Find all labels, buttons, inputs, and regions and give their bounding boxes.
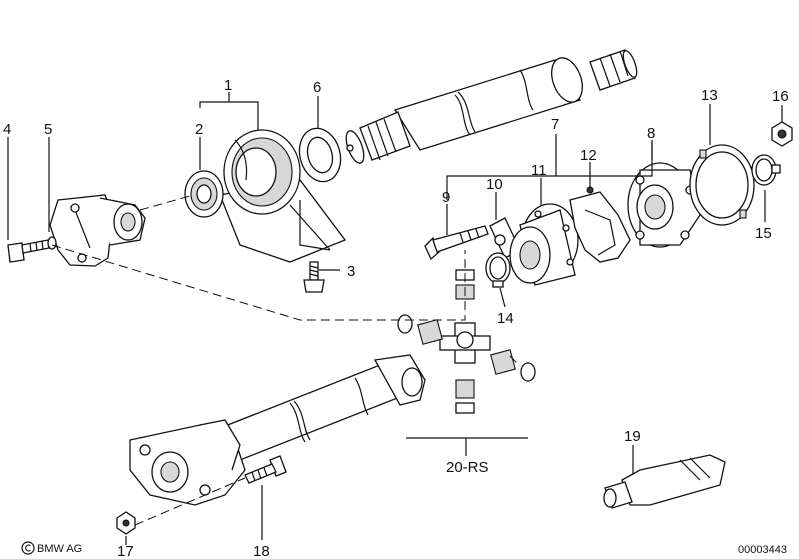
callout-5: 5 (44, 121, 52, 138)
callout-6: 6 (313, 79, 321, 96)
screw-3 (303, 261, 325, 293)
brand-label: BMW AG (37, 543, 82, 555)
flange-yoke-5 (49, 194, 146, 267)
circlip-15 (751, 154, 781, 186)
nut-17 (116, 511, 136, 535)
callout-19: 19 (624, 428, 641, 445)
copyright-icon (21, 541, 35, 555)
callout-13: 13 (701, 87, 718, 104)
callout-15: 15 (755, 225, 772, 242)
ring-13 (689, 144, 755, 226)
callout-14: 14 (497, 310, 514, 327)
callout-7: 7 (551, 116, 559, 133)
callout-12: 12 (580, 147, 597, 164)
callout-1: 1 (224, 77, 232, 94)
callout-4: 4 (3, 121, 11, 138)
ring-6 (298, 127, 342, 183)
footer: BMW AG 00003443 (21, 541, 787, 556)
center-bearing-1 (219, 129, 347, 263)
callout-2: 2 (195, 121, 203, 138)
grease-tube-19 (603, 454, 726, 509)
callout-17: 17 (117, 543, 134, 559)
leader-lines (7, 92, 783, 545)
nut-16 (771, 121, 793, 147)
callout-16: 16 (772, 88, 789, 105)
bolt-9 (424, 225, 489, 261)
callout-10: 10 (486, 176, 503, 193)
callout-11: 11 (531, 162, 547, 179)
lower-shaft-section (129, 354, 426, 506)
drawing-number: 00003443 (738, 544, 787, 556)
callout-9: 9 (442, 189, 450, 206)
callout-18: 18 (253, 543, 270, 559)
bolt-4 (7, 236, 57, 263)
callout-3: 3 (347, 263, 355, 280)
flange-11 (509, 203, 579, 286)
flex-joint-8 (627, 162, 701, 248)
callout-8: 8 (647, 125, 655, 142)
upper-shaft-section (345, 49, 638, 164)
callout-20-rs: 20-RS (446, 459, 489, 476)
bearing-2 (184, 170, 224, 218)
clamp-14 (485, 252, 511, 288)
callout-labels: 1 2 3 4 5 6 7 8 9 10 11 12 13 14 15 16 1… (3, 77, 789, 559)
bolt-18 (244, 455, 287, 484)
rubber-disc-12 (569, 186, 631, 263)
